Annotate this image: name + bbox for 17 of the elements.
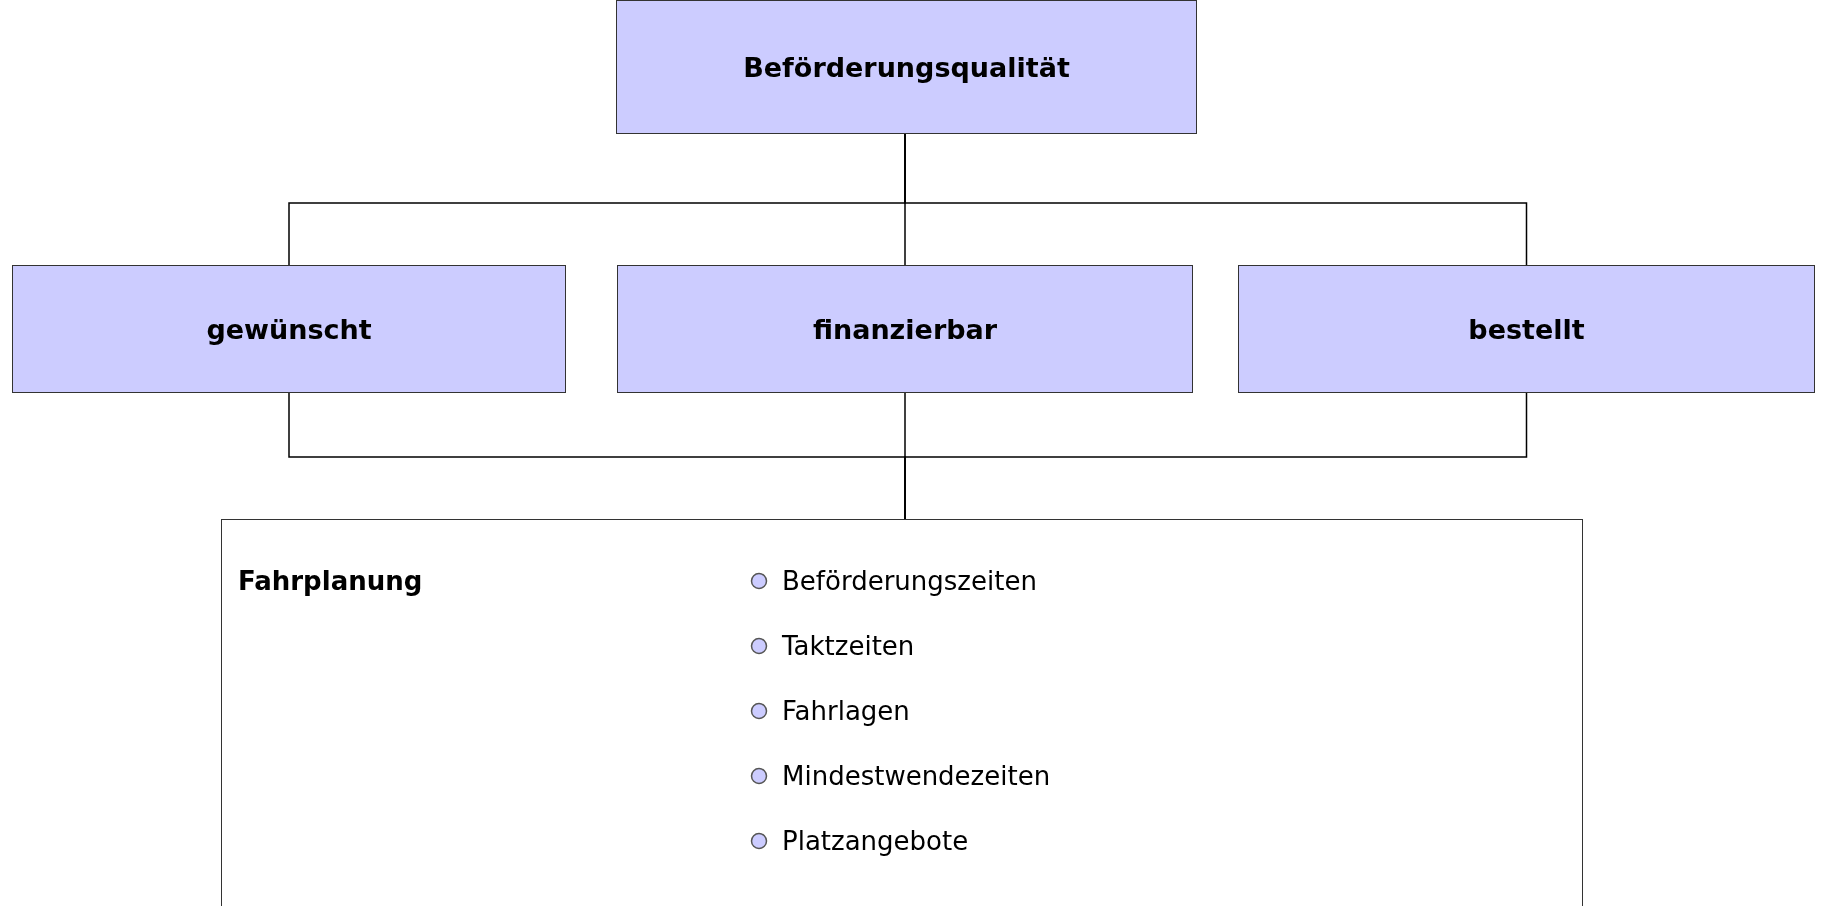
content-box: [221, 519, 1583, 906]
list-item: Beförderungszeiten: [782, 566, 1037, 596]
category-box: [1238, 265, 1815, 393]
list-item: Taktzeiten: [782, 631, 915, 661]
box-label: finanzierbar: [812, 313, 998, 345]
list-item: Mindestwendezeiten: [782, 761, 1051, 791]
list-item: Fahrlagen: [782, 696, 910, 726]
box-label: bestellt: [1468, 313, 1585, 345]
list-item: Platzangebote: [782, 826, 969, 856]
connector-line: [904, 392, 1528, 520]
box-label: gewünscht: [206, 313, 372, 345]
section-heading: Fahrplanung: [238, 566, 423, 596]
category-box: [617, 265, 1193, 393]
category-box: [12, 265, 566, 393]
category-box: [616, 0, 1197, 134]
connector-line: [904, 133, 1528, 266]
box-label: Beförderungsqualität: [743, 51, 1070, 83]
